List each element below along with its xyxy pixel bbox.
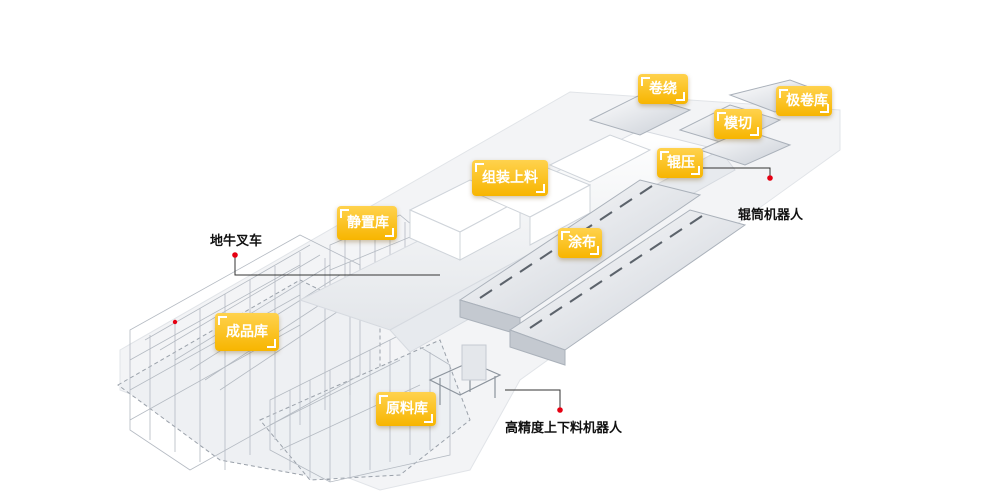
tag-static-store: 静置库 <box>337 206 397 240</box>
tag-raw-store: 原料库 <box>376 392 436 426</box>
coating-line-2 <box>508 209 747 366</box>
roller-robot-callout-dot <box>767 175 773 181</box>
tag-roll-press: 辊压 <box>657 148 703 178</box>
tag-coating: 涂布 <box>558 228 602 258</box>
tag-winding: 卷绕 <box>638 74 688 104</box>
tag-roll-press-label: 辊压 <box>667 155 695 171</box>
agv-callout-dot <box>232 252 238 258</box>
tag-die-cut-label: 模切 <box>724 116 752 132</box>
callout-roller-robot: 辊筒机器人 <box>738 208 804 223</box>
tag-raw-store-label: 原料库 <box>386 401 428 417</box>
tag-finished-store: 成品库 <box>215 313 279 351</box>
loading-robot-callout-dot <box>557 407 563 413</box>
tag-coating-label: 涂布 <box>568 235 596 251</box>
finished-store-marker-dot <box>172 319 178 325</box>
tag-die-cut: 模切 <box>714 109 762 139</box>
callout-agv: 地牛叉车 <box>210 234 263 249</box>
tag-assembly-feed: 组装上料 <box>472 160 548 196</box>
callout-loading-robot: 高精度上下料机器人 <box>505 421 623 436</box>
tag-pole-roll-store-label: 极卷库 <box>786 93 828 109</box>
tag-pole-roll-store: 极卷库 <box>776 86 832 116</box>
tag-finished-store-label: 成品库 <box>226 324 268 340</box>
raw-store-door <box>461 344 487 381</box>
tag-winding-label: 卷绕 <box>649 81 677 97</box>
tag-static-store-label: 静置库 <box>347 215 389 231</box>
tag-assembly-feed-label: 组装上料 <box>482 170 538 186</box>
callout-lines <box>234 167 771 410</box>
